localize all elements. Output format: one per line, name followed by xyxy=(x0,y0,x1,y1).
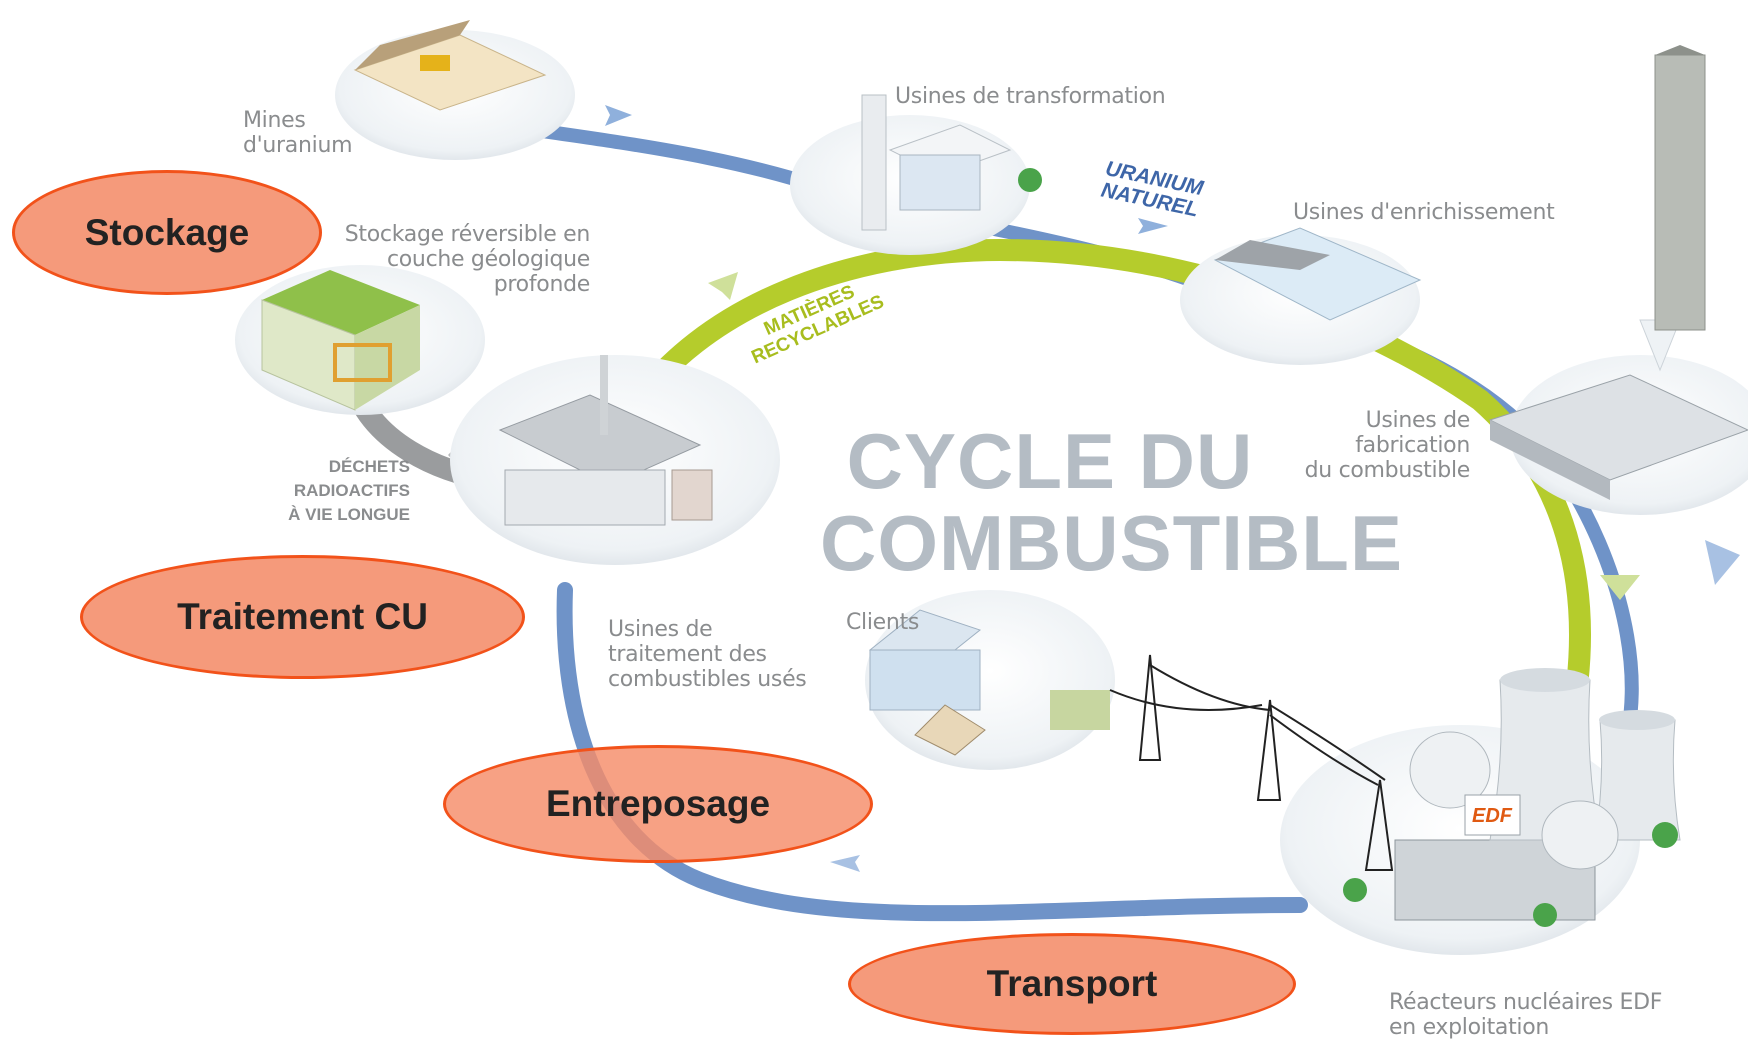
label-fabrication: Usines de fabrication du combustible xyxy=(1304,408,1471,483)
label-dechets: DÉCHETS RADIOACTIFS À VIE LONGUE xyxy=(288,457,410,524)
edf-logo: EDF xyxy=(1472,805,1513,827)
station-stockage xyxy=(235,265,485,415)
power-lines xyxy=(1109,654,1394,871)
annotation-transport: Transport xyxy=(848,933,1296,1035)
annotation-stockage: Stockage xyxy=(12,170,322,295)
station-enrichissement xyxy=(1180,227,1422,365)
arrow-icon xyxy=(708,272,738,300)
label-traitement: Usines de traitement des combustibles us… xyxy=(608,617,807,692)
arrow-icon xyxy=(830,855,860,872)
label-stockage-reversible: Stockage réversible en couche géologique… xyxy=(344,222,591,297)
arrow-icon xyxy=(1600,575,1640,600)
arrow-icon xyxy=(1138,218,1168,234)
label-clients: Clients xyxy=(846,610,920,635)
page-title: CYCLE DU COMBUSTIBLE xyxy=(820,417,1403,587)
label-mines: Mines d'uranium xyxy=(243,108,353,158)
annotation-entreposage: Entreposage xyxy=(443,745,873,863)
station-fabrication xyxy=(1488,45,1748,515)
arrow-icon xyxy=(1705,540,1740,585)
label-transformation: Usines de transformation xyxy=(895,84,1166,109)
station-mines xyxy=(335,20,575,160)
station-reacteurs: EDF xyxy=(1280,668,1681,955)
label-enrichissement: Usines d'enrichissement xyxy=(1293,200,1555,225)
station-transformation xyxy=(790,94,1042,255)
label-reacteurs: Réacteurs nucléaires EDF en exploitation xyxy=(1389,990,1663,1040)
blue-path-lower xyxy=(556,582,1308,922)
annotation-traitement-cu: Traitement CU xyxy=(80,555,525,679)
station-traitement xyxy=(450,355,780,565)
arrow-icon xyxy=(605,105,632,126)
station-clients xyxy=(865,590,1115,770)
